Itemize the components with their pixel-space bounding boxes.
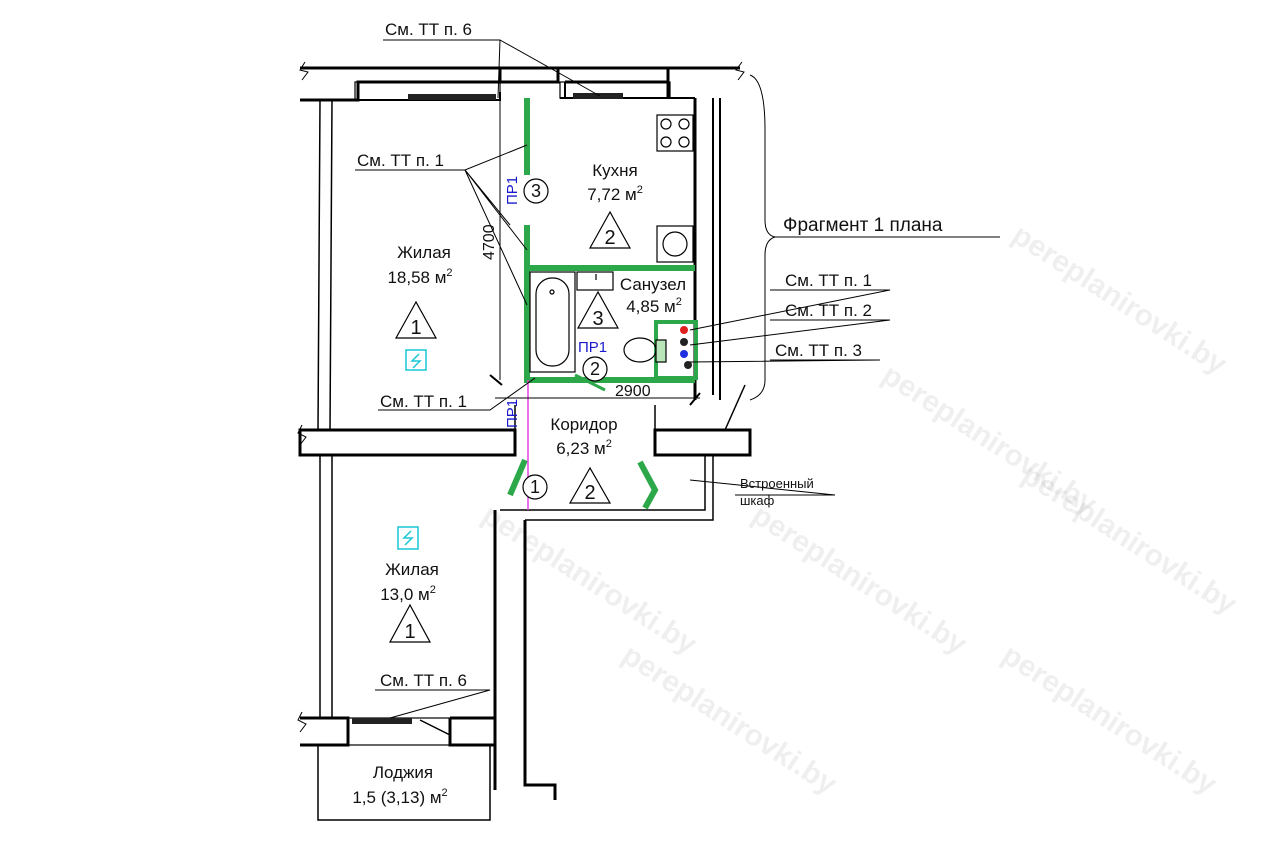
note-tt3-right: См. ТТ п. 3 bbox=[775, 341, 862, 360]
electrical-panel-icon bbox=[397, 526, 419, 550]
room-area: 7,72 м2 bbox=[587, 184, 643, 204]
room-number: 1 bbox=[404, 621, 415, 643]
watermark: pereplanirovki.by bbox=[476, 498, 703, 661]
watermark: pereplanirovki.by bbox=[996, 638, 1223, 801]
washing-machine-icon bbox=[656, 225, 694, 263]
watermark: pereplanirovki.by bbox=[1006, 218, 1233, 381]
room-area: 6,23 м2 bbox=[556, 438, 612, 458]
marker-kitchen: 3 bbox=[531, 181, 541, 201]
riser-icons bbox=[680, 326, 692, 369]
partition-label: ПР1 bbox=[578, 339, 607, 356]
room-area: 1,5 (3,13) м2 bbox=[352, 787, 447, 807]
dimension-horizontal: 2900 bbox=[615, 383, 651, 400]
room-area: 4,85 м2 bbox=[626, 296, 682, 316]
fragment-label: Фрагмент 1 плана bbox=[783, 215, 943, 236]
new-partitions bbox=[507, 98, 698, 510]
radiator-icon bbox=[573, 93, 623, 99]
note-tt1-lower: См. ТТ п. 1 bbox=[380, 392, 467, 411]
dimension-vertical: 4700 bbox=[481, 224, 498, 260]
electrical-panel-icon bbox=[405, 349, 427, 371]
watermark: pereplanirovki.by bbox=[1016, 458, 1243, 621]
sink-icon bbox=[576, 271, 614, 291]
room-number: 2 bbox=[604, 227, 615, 249]
note-tt1-left: См. ТТ п. 1 bbox=[357, 151, 444, 170]
room-name: Санузел bbox=[620, 275, 686, 294]
room-number: 3 bbox=[592, 308, 603, 330]
partition-label: ПР1 bbox=[504, 399, 521, 428]
bathtub-icon bbox=[529, 271, 576, 373]
room-area: 13,0 м2 bbox=[380, 584, 436, 604]
room-area: 18,58 м2 bbox=[387, 267, 452, 287]
toilet-icon bbox=[623, 337, 667, 363]
room-name: Жилая bbox=[385, 560, 439, 579]
watermark: pereplanirovki.by bbox=[616, 638, 843, 801]
room-name: Кухня bbox=[592, 161, 638, 180]
room-number: 1 bbox=[410, 317, 421, 339]
marker-corridor: 1 bbox=[530, 477, 540, 497]
partition-label: ПР1 bbox=[504, 176, 521, 205]
marker-bath: 2 bbox=[590, 359, 600, 379]
closet-label-2: шкаф bbox=[740, 493, 775, 508]
stove-icon bbox=[656, 114, 694, 152]
walls bbox=[297, 61, 752, 821]
room-name: Жилая bbox=[397, 243, 451, 262]
note-tt6-bottom: См. ТТ п. 6 bbox=[380, 671, 467, 690]
room-name: Лоджия bbox=[373, 763, 433, 782]
radiator-icon bbox=[352, 718, 412, 724]
note-tt6-top: См. ТТ п. 6 bbox=[385, 20, 472, 39]
watermark: pereplanirovki.by bbox=[746, 498, 973, 661]
radiator-icon bbox=[408, 94, 496, 100]
closet-label-1: Встроенный bbox=[740, 476, 814, 491]
room-number: 2 bbox=[584, 482, 595, 504]
note-tt2-right: См. ТТ п. 2 bbox=[785, 301, 872, 320]
fixtures bbox=[529, 114, 694, 373]
note-tt1-right: См. ТТ п. 1 bbox=[785, 271, 872, 290]
room-name: Коридор bbox=[550, 415, 617, 434]
